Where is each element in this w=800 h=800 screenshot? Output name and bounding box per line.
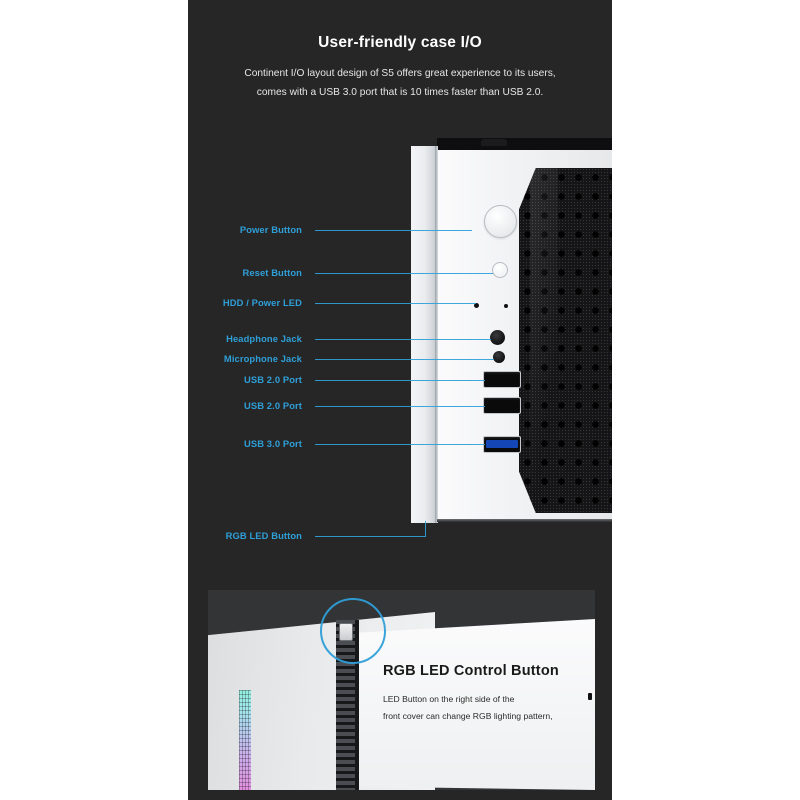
usb-2-port-lower-icon[interactable] [483,397,521,414]
callout-usb-2-upper: USB 2.0 Port [150,373,302,387]
leader-line-usb-3 [315,444,485,445]
detail-body-line-2: front cover can change RGB lighting patt… [383,711,553,721]
leader-line-reset-button [315,273,493,274]
callout-label: Reset Button [242,267,302,278]
pc-case-photo [411,138,612,523]
case-top-connector [481,139,507,146]
callout-usb-3: USB 3.0 Port [150,437,302,451]
usb-3-port-icon[interactable] [483,436,521,453]
callout-label: Headphone Jack [226,333,302,344]
headphone-jack-icon[interactable] [490,330,505,345]
leader-line-usb-2-upper [315,380,485,381]
page-title: User-friendly case I/O [318,34,482,51]
case-side-panel [411,146,437,523]
callout-label: USB 3.0 Port [244,438,302,449]
detail-heading: RGB LED Control Button [383,663,559,679]
description-card [359,619,595,790]
callout-rgb-led-button: RGB LED Button [150,529,302,543]
leader-line-power-button [315,230,472,231]
card-edge-marker [588,693,592,700]
leader-line-headphone-jack [315,339,491,340]
leader-line-rgb-led-horizontal [315,536,426,537]
rgb-led-strip [239,690,251,790]
callout-headphone-jack: Headphone Jack [150,332,302,346]
case-side-shadow [435,146,438,523]
callout-microphone-jack: Microphone Jack [150,352,302,366]
callout-power-button: Power Button [150,223,302,237]
callout-label: Power Button [239,224,302,235]
case-top-bar [437,138,612,150]
leader-line-hdd-power-led [315,303,476,304]
callout-label: USB 2.0 Port [244,374,302,385]
detail-body-line-1: LED Button on the right side of the [383,694,515,704]
leader-line-microphone-jack [315,359,494,360]
callout-label: USB 2.0 Port [244,400,302,411]
callout-reset-button: Reset Button [150,266,302,280]
mesh-hole-pattern [519,168,612,513]
hdd-led-icon [474,303,479,308]
callout-usb-2-lower: USB 2.0 Port [150,399,302,413]
case-mesh-grill [519,168,612,513]
highlight-circle [320,598,386,664]
power-button-icon[interactable] [484,205,517,238]
leader-line-rgb-led-vertical [425,521,426,536]
callout-label: HDD / Power LED [222,297,302,308]
case-bottom-edge [437,519,612,522]
mesh-highlight [530,168,559,513]
callout-label: RGB LED Button [225,530,302,541]
callout-label: Microphone Jack [223,353,302,364]
usb-2-port-upper-icon[interactable] [483,371,521,388]
callout-hdd-power-led: HDD / Power LED [150,296,302,310]
microphone-jack-icon[interactable] [493,351,505,363]
detail-body: LED Button on the right side of the fron… [383,691,553,725]
front-cover-vent-edge [355,620,359,790]
rgb-led-detail-panel: RGB LED Control Button LED Button on the… [208,590,595,790]
page-subtitle: Continent I/O layout design of S5 offers… [188,64,612,102]
subtitle-line-1: Continent I/O layout design of S5 offers… [244,68,556,79]
power-led-icon [504,304,508,308]
reset-button-icon[interactable] [492,262,508,278]
subtitle-line-2: comes with a USB 3.0 port that is 10 tim… [256,87,544,98]
leader-line-usb-2-lower [315,406,485,407]
